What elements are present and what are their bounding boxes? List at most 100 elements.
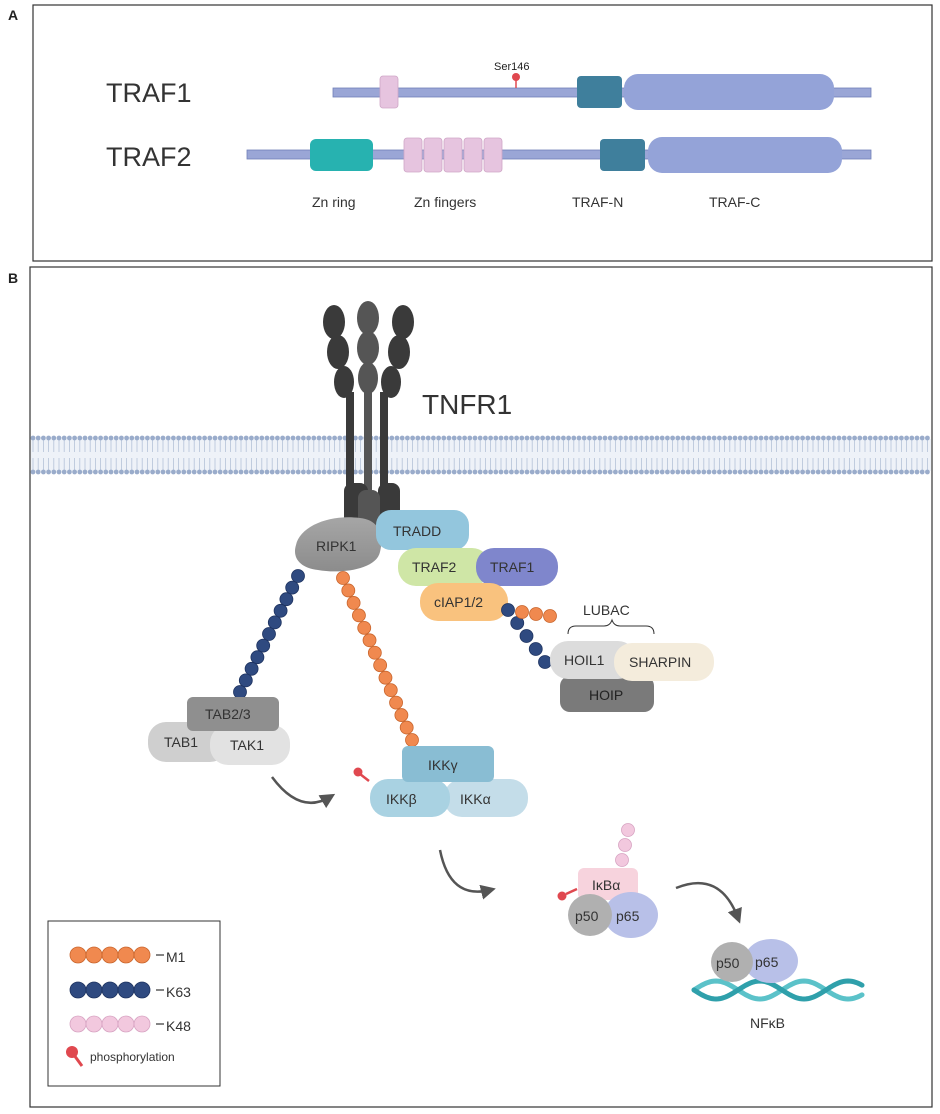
legend-phospho-icon xyxy=(66,1046,84,1067)
traf2-zn-finger-2 xyxy=(423,137,443,173)
ubiquitin-chains xyxy=(233,569,635,867)
panel-a-label: A xyxy=(8,7,18,23)
lubac-label: LUBAC xyxy=(583,602,630,618)
tnfr1-label: TNFR1 xyxy=(422,389,512,420)
ikk-beta-phospho-icon xyxy=(353,767,370,782)
ikb-p65 xyxy=(604,892,658,938)
arrow-ikba-to-nfkb xyxy=(675,881,742,924)
ikk-gamma-label: IKKγ xyxy=(428,757,458,773)
plasma-membrane xyxy=(30,435,931,475)
tradd xyxy=(376,510,469,550)
traf2-zn-finger-4 xyxy=(463,137,483,173)
legend-swatch-2-4 xyxy=(133,1015,151,1033)
legend-swatch-1-0 xyxy=(69,981,87,999)
traf2-zn-ring-domain xyxy=(310,139,373,171)
tradd-label: TRADD xyxy=(393,523,441,539)
legend-swatch-0-2 xyxy=(101,946,119,964)
sharpin-label: SHARPIN xyxy=(629,654,691,670)
nfkb-p50-label: p50 xyxy=(716,955,740,971)
arrow-tak1-to-ikk xyxy=(270,776,336,809)
tab2-3-label: TAB2/3 xyxy=(205,706,251,722)
traf2-zn-finger-3 xyxy=(443,137,463,173)
m1-chain-ripk1-ikk xyxy=(336,571,419,747)
ikba xyxy=(578,868,638,900)
hoil1-label: HOIL1 xyxy=(564,652,605,668)
traf2-zn-finger-5 xyxy=(483,137,503,173)
traf2-name: TRAF2 xyxy=(106,142,192,172)
legend-swatch-2-2 xyxy=(101,1015,119,1033)
ikba-phospho-icon xyxy=(557,887,578,901)
legend-swatch-1-4 xyxy=(133,981,151,999)
traf1-traf-c-domain xyxy=(624,74,834,110)
tnfr1-receptor xyxy=(323,301,414,536)
k63-chain-ripk1-tab xyxy=(233,569,305,699)
hoip-label: HOIP xyxy=(589,687,623,703)
traf2-traf-c-domain xyxy=(648,137,842,173)
ikba-label: IκBα xyxy=(592,877,620,893)
legend-swatch-2-1 xyxy=(85,1015,103,1033)
traf2 xyxy=(398,548,490,586)
traf2-zn-finger-1 xyxy=(403,137,423,173)
tab1-label: TAB1 xyxy=(164,734,198,750)
m1-chain-ciap xyxy=(515,605,557,623)
nfkb-p65 xyxy=(744,939,798,983)
traf2-traf-n-domain xyxy=(600,139,645,171)
panel-b-frame xyxy=(29,266,933,1108)
tak1 xyxy=(210,725,290,765)
ikk-beta xyxy=(370,779,450,817)
legend-swatch-0-0 xyxy=(69,946,87,964)
traf1-schematic: TRAF1 Ser146 xyxy=(106,61,872,110)
dna-helix xyxy=(691,978,865,1002)
nfkb-label: NFκB xyxy=(750,1015,785,1031)
traf2-schematic: TRAF2 xyxy=(106,137,872,173)
tak1-label: TAK1 xyxy=(230,737,264,753)
legend-label-m1: M1 xyxy=(166,949,186,965)
legend-swatch-1-2 xyxy=(101,981,119,999)
ikk-beta-label: IKKβ xyxy=(386,791,417,807)
nfkb-p50 xyxy=(711,942,753,982)
traf1-node-label: TRAF1 xyxy=(490,559,535,575)
legend-swatch-2-3 xyxy=(117,1015,135,1033)
panel-a-frame xyxy=(32,4,933,262)
ikb-p50 xyxy=(568,894,612,936)
traf1 xyxy=(476,548,558,586)
arrow-ikk-to-ikba xyxy=(438,849,496,900)
ripk1-label: RIPK1 xyxy=(316,538,357,554)
hoip xyxy=(560,676,654,712)
ciap1-2 xyxy=(420,583,508,621)
sharpin xyxy=(614,643,714,681)
tab2-3 xyxy=(187,697,279,731)
legend-swatch-0-3 xyxy=(117,946,135,964)
traf1-zn-finger-domain xyxy=(379,75,399,109)
legend-label-k63: K63 xyxy=(166,984,191,1000)
ciap1-2-label: cIAP1/2 xyxy=(434,594,483,610)
nfkb-p65-label: p65 xyxy=(755,954,779,970)
ikk-alpha xyxy=(444,779,528,817)
traf2-backbone xyxy=(246,149,872,160)
domain-label-zn-fingers: Zn fingers xyxy=(414,194,476,210)
ikk-alpha-label: IKKα xyxy=(460,791,491,807)
legend-swatch-0-1 xyxy=(85,946,103,964)
lubac-brace xyxy=(567,618,655,635)
legend-label-k48: K48 xyxy=(166,1018,191,1034)
ripk1 xyxy=(294,517,382,572)
ikb-p50-label: p50 xyxy=(575,908,599,924)
domain-label-traf-n: TRAF-N xyxy=(572,194,623,210)
legend-swatch-1-3 xyxy=(117,981,135,999)
ser146-label: Ser146 xyxy=(494,61,529,73)
legend-swatch-0-4 xyxy=(133,946,151,964)
ikb-p65-label: p65 xyxy=(616,908,640,924)
ser146-phospho-marker xyxy=(512,73,520,81)
traf1-traf-n-domain xyxy=(577,76,622,108)
domain-label-zn-ring: Zn ring xyxy=(312,194,356,210)
domain-label-traf-c: TRAF-C xyxy=(709,194,760,210)
traf2-node-label: TRAF2 xyxy=(412,559,457,575)
ikk-gamma xyxy=(402,746,494,782)
legend: M1 K63 K48 phosphorylation xyxy=(47,920,221,1087)
legend-swatch-1-1 xyxy=(85,981,103,999)
legend-swatch-2-0 xyxy=(69,1015,87,1033)
panel-b-label: B xyxy=(8,270,18,286)
k48-chain-ikba xyxy=(615,823,635,867)
legend-label-phosphorylation: phosphorylation xyxy=(90,1050,175,1064)
